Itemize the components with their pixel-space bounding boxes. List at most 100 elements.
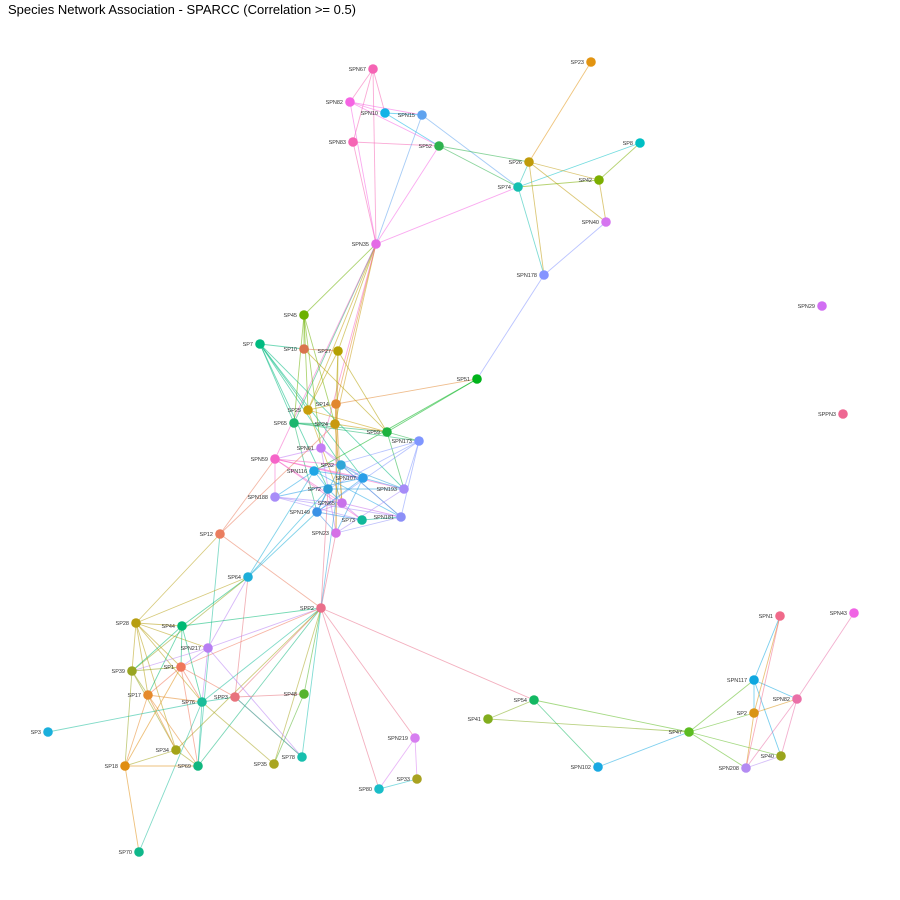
node-label: SP34 — [156, 748, 169, 754]
node-SP10: SP10 — [284, 344, 309, 354]
edge-SP73-SPN181 — [361, 516, 402, 521]
node-marker — [316, 443, 326, 453]
node-SPN102: SPN102 — [571, 762, 603, 772]
edge-layer — [47, 61, 855, 853]
edge-SP2-SPN208 — [745, 712, 755, 769]
node-SP48: SP48 — [284, 689, 309, 699]
edge-SP65-SPN173 — [293, 422, 420, 442]
edge-SPN35-SPN61 — [320, 243, 377, 449]
node-marker — [524, 157, 534, 167]
edge-SPP2-SP69 — [197, 607, 322, 767]
node-label: SPN35 — [352, 242, 369, 248]
edge-SPP2-SP48 — [303, 607, 322, 695]
node-SP72: SP72 — [308, 484, 333, 494]
edge-SPN82b-SPN208 — [745, 698, 798, 769]
edge-SP64-SPN217 — [207, 576, 249, 649]
edge-SPN40-SPN178 — [543, 221, 607, 276]
node-label: SP26 — [509, 160, 522, 166]
edge-SPN67-SPN10 — [372, 68, 386, 114]
node-marker — [215, 529, 225, 539]
node-label: SPN208 — [719, 766, 740, 772]
node-marker — [193, 761, 203, 771]
edge-SP10-SP27 — [303, 348, 339, 352]
edge-SPN82-SP52 — [349, 101, 440, 147]
edge-SP64-SP28 — [135, 576, 249, 624]
node-SP24: SP24 — [315, 419, 340, 429]
node-marker — [483, 714, 493, 724]
node-label: SPN83 — [329, 140, 346, 146]
node-marker — [417, 110, 427, 120]
node-SPN149: SPN149 — [290, 507, 322, 517]
edge-SP12-SPP2 — [219, 533, 322, 609]
node-label: SPN116 — [287, 469, 307, 475]
chart-title: Species Network Association - SPARCC (Co… — [8, 2, 357, 17]
node-SPPN3: SPPN3 — [818, 409, 848, 419]
node-SP40: SP40 — [761, 751, 786, 761]
node-label: SP14 — [316, 402, 329, 408]
node-SP25: SP25 — [288, 405, 313, 415]
edge-SP33-SP80 — [378, 778, 418, 790]
node-SP26: SP26 — [509, 157, 534, 167]
edge-SPN102-SP47 — [597, 731, 690, 768]
node-marker — [410, 733, 420, 743]
node-SP1: SP1 — [164, 662, 186, 672]
edge-SP51-SPN116 — [313, 378, 478, 472]
node-marker — [134, 847, 144, 857]
edge-SP10-SP59 — [303, 348, 388, 433]
node-label: SP59 — [367, 430, 380, 436]
node-label: SPN117 — [727, 678, 747, 684]
node-marker — [230, 692, 240, 702]
edge-SPN173-SPN193 — [403, 440, 420, 490]
edge-SP27-SP25 — [307, 350, 339, 411]
node-SP17: SP17 — [128, 690, 153, 700]
node-label: SP41 — [468, 717, 481, 723]
edge-SPN219-SP80 — [378, 737, 416, 790]
node-marker — [412, 774, 422, 784]
node-label: SP28 — [116, 621, 129, 627]
node-SP34: SP34 — [156, 745, 181, 755]
node-marker — [594, 175, 604, 185]
node-SPN173: SPN173 — [392, 436, 424, 446]
edge-SP24-SP59 — [334, 423, 388, 433]
edge-SPN217-SP76 — [201, 647, 209, 703]
edge-SPN1-SPN208 — [745, 615, 781, 769]
edge-SP23-SP26 — [528, 61, 592, 163]
edge-SP45-SP24 — [303, 314, 336, 425]
edge-SP2-SPN82b — [753, 698, 798, 714]
edge-SP17-SP34 — [147, 694, 177, 751]
node-marker — [382, 427, 392, 437]
node-marker — [601, 217, 611, 227]
node-SP45: SP45 — [284, 310, 309, 320]
edge-SPN217-SP39 — [131, 647, 209, 672]
edge-SP51-SP59 — [386, 378, 478, 433]
node-marker — [270, 454, 280, 464]
node-label: SP18 — [105, 764, 118, 770]
node-SP14: SP14 — [316, 399, 341, 409]
edge-SPN149-SP73 — [316, 511, 363, 521]
node-SPN23: SPN23 — [312, 528, 341, 538]
edge-SPN35-SP45 — [303, 243, 377, 316]
node-label: SPN40 — [582, 220, 599, 226]
edge-SP35-SP76 — [201, 701, 275, 765]
edge-SP25-SP59 — [307, 409, 388, 433]
node-SP18: SP18 — [105, 761, 130, 771]
node-label: SPN193 — [377, 487, 398, 493]
node-SP23: SP23 — [571, 57, 596, 67]
edge-SPP2-SPN217 — [207, 607, 322, 649]
node-label: SP7 — [243, 342, 253, 348]
node-marker — [374, 784, 384, 794]
edge-SP45-SP65 — [293, 314, 305, 424]
node-SP69: SP69 — [178, 761, 203, 771]
edge-SP28-SP44 — [135, 622, 183, 627]
node-label: SP73 — [342, 518, 355, 524]
node-marker — [309, 466, 319, 476]
node-label: SPN178 — [517, 273, 538, 279]
edge-SPN61-SPN59 — [274, 447, 322, 460]
edge-SPN173-SP72 — [327, 440, 420, 490]
edge-SP18-SP1 — [124, 666, 182, 767]
node-marker — [197, 697, 207, 707]
edge-SPP2-SP76 — [201, 607, 322, 703]
node-label: SP72 — [308, 487, 321, 493]
node-SP59: SP59 — [367, 427, 392, 437]
